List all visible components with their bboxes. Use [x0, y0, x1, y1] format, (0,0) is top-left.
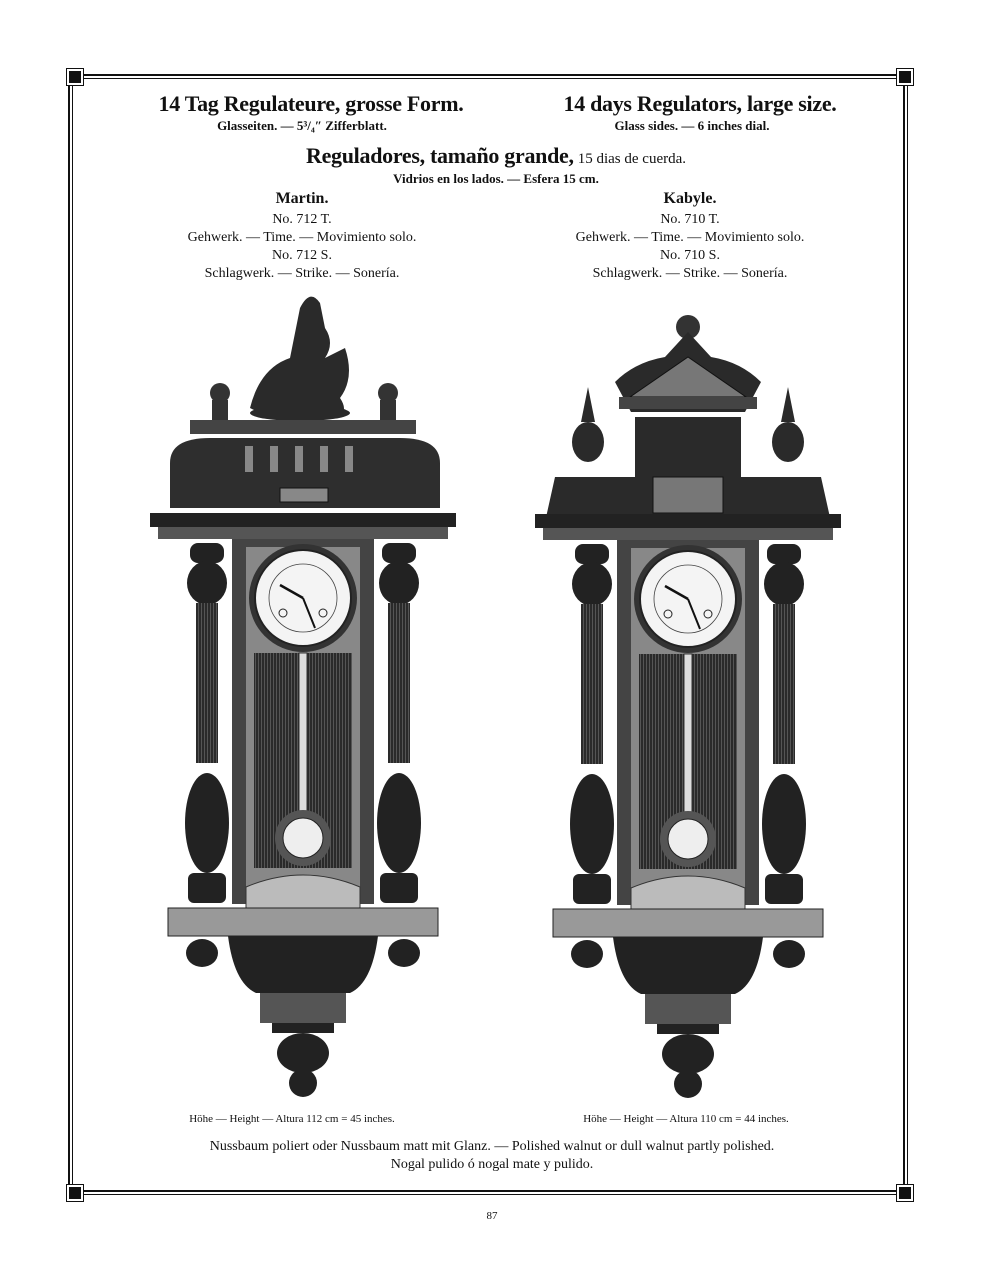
frame-right-rule — [903, 74, 908, 1196]
finish-description-spanish: Nogal pulido ó nogal mate y pulido. — [390, 1157, 594, 1172]
model-strike-desc: Schlagwerk. — Strike. — Sonería. — [592, 266, 788, 281]
model-number-strike: No. 712 S. — [272, 248, 332, 263]
frame-left-rule — [68, 74, 73, 1196]
corner-ornament — [66, 68, 84, 86]
corner-ornament — [896, 1184, 914, 1202]
height-martin: Höhe — Height — Altura 112 cm = 45 inche… — [189, 1113, 395, 1125]
model-number-time: No. 712 T. — [272, 212, 332, 227]
corner-ornament — [896, 68, 914, 86]
model-number-strike: No. 710 S. — [660, 248, 720, 263]
title-spanish-small: 15 dias de cuerda. — [577, 151, 687, 167]
frame-top-rule — [68, 74, 908, 79]
kabyle-clock-illustration — [535, 315, 843, 1100]
model-name-kabyle: Kabyle. — [663, 190, 717, 207]
model-time-desc: Gehwerk. — Time. — Movimiento solo. — [575, 230, 805, 245]
subtitle-german: Glasseiten. — 5³/₄″ Zifferblatt. — [217, 118, 387, 133]
frame-bottom-rule — [68, 1190, 908, 1195]
title-spanish: Reguladores, tamaño grande, 15 dias de c… — [306, 143, 686, 169]
subtitle-english: Glass sides. — 6 inches dial. — [614, 118, 770, 133]
height-kabyle: Höhe — Height — Altura 110 cm = 44 inche… — [583, 1113, 789, 1125]
model-name-martin: Martin. — [275, 190, 329, 207]
model-strike-desc: Schlagwerk. — Strike. — Sonería. — [204, 266, 400, 281]
corner-ornament — [66, 1184, 84, 1202]
horse-crest — [250, 296, 350, 421]
martin-clock-illustration — [150, 296, 458, 1099]
title-english: 14 days Regulators, large size. — [563, 91, 837, 116]
page-number: 87 — [486, 1210, 498, 1222]
title-spanish-main: Reguladores, tamaño grande, — [305, 143, 574, 168]
model-time-desc: Gehwerk. — Time. — Movimiento solo. — [187, 230, 417, 245]
finish-description: Nussbaum poliert oder Nussbaum matt mit … — [209, 1139, 775, 1154]
subtitle-spanish: Vidrios en los lados. — Esfera 15 cm. — [393, 171, 599, 186]
title-german: 14 Tag Regulateure, grosse Form. — [158, 91, 464, 116]
model-number-time: No. 710 T. — [660, 212, 720, 227]
